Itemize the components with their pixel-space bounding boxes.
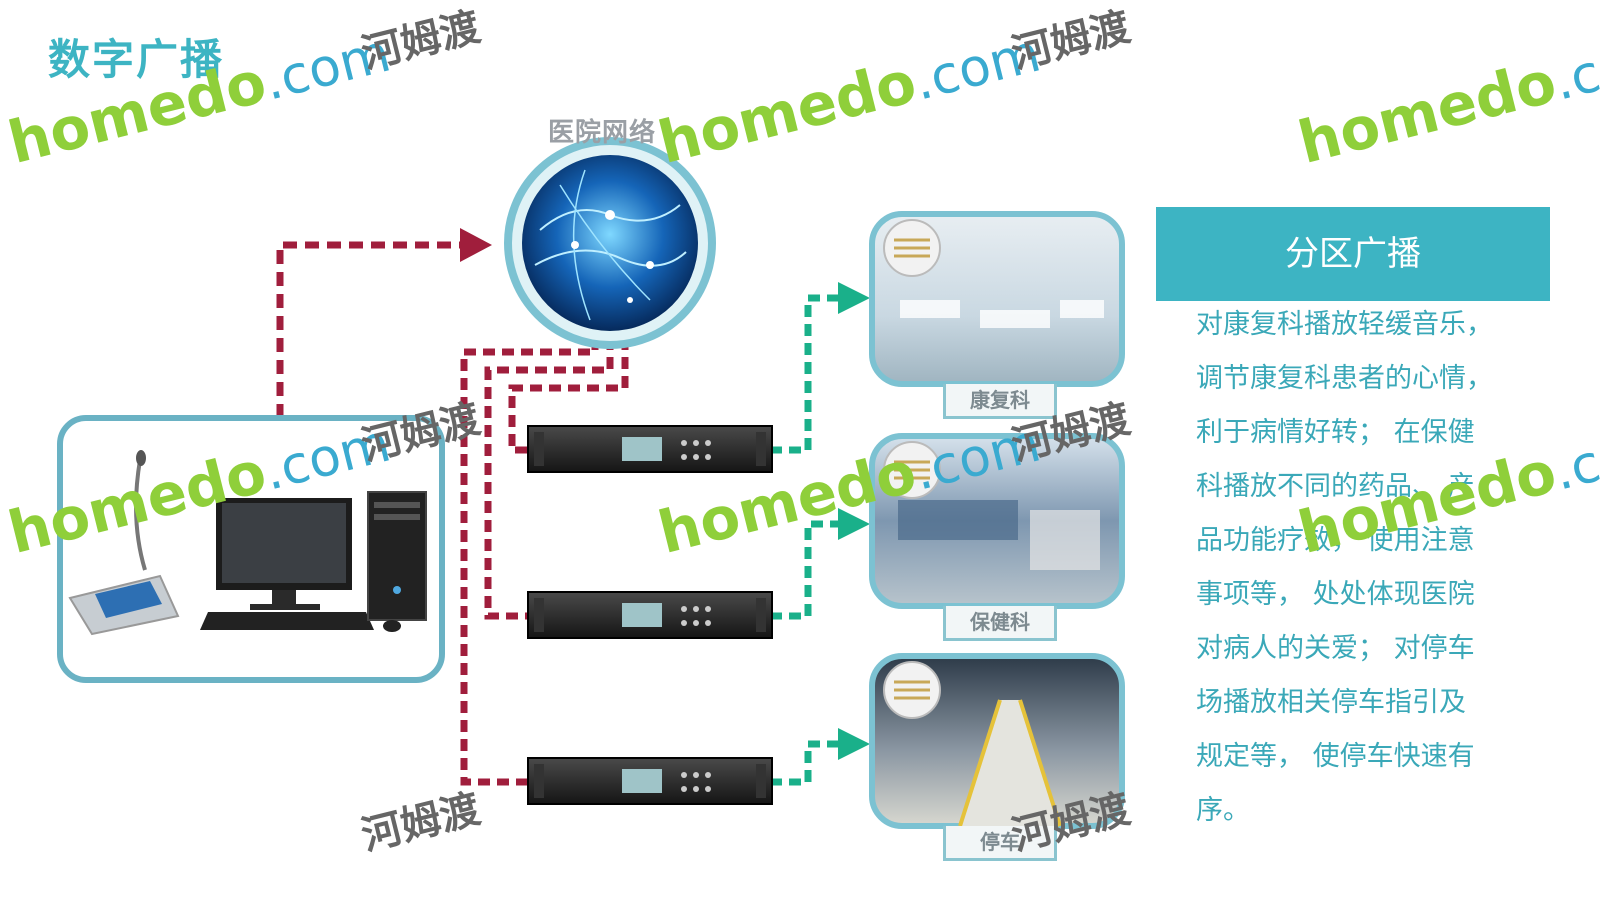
zone-label-health: 保健科 bbox=[943, 606, 1057, 641]
control-to-network-link bbox=[276, 241, 462, 418]
description-line: 场播放相关停车指引及 bbox=[1196, 687, 1466, 718]
description-line: 调节康复科患者的心情， bbox=[1196, 363, 1493, 394]
keyboard-icon bbox=[200, 612, 374, 630]
zone-broadcast-heading: 分区广播 bbox=[1156, 207, 1550, 301]
description-line: 事项等， 处处体现医院 bbox=[1196, 579, 1475, 610]
zone-label-rehab: 康复科 bbox=[943, 384, 1057, 419]
description-line: 科播放不同的药品、 产 bbox=[1196, 471, 1475, 502]
description-line: 品功能疗效， 使用注意 bbox=[1196, 525, 1475, 556]
zone2-arrow-head bbox=[838, 508, 870, 540]
network-arrow-head bbox=[460, 228, 492, 262]
amplifier-rack-3 bbox=[527, 757, 773, 805]
globe-icon bbox=[504, 137, 716, 349]
zone1-arrow-head bbox=[838, 282, 870, 314]
description-line: 规定等， 使停车快速有 bbox=[1196, 741, 1475, 772]
network-label: 医院网络 bbox=[548, 118, 657, 148]
network-to-amplifier-links bbox=[460, 338, 629, 786]
description-line: 利于病情好转； 在保健 bbox=[1196, 417, 1475, 448]
mouse-icon bbox=[383, 620, 401, 632]
description-line: 对病人的关爱； 对停车 bbox=[1196, 633, 1475, 664]
page-title: 数字广播 bbox=[48, 35, 225, 84]
amplifier-rack-1 bbox=[527, 425, 773, 473]
description-line: 序。 bbox=[1196, 795, 1250, 826]
amplifier-rack-2 bbox=[527, 591, 773, 639]
zone-broadcast-description: 对康复科播放轻缓音乐， 调节康复科患者的心情， 利于病情好转； 在保健 科播放不… bbox=[1196, 298, 1526, 838]
monitor-icon bbox=[216, 498, 352, 610]
microphone-console-icon bbox=[68, 450, 180, 636]
zone3-arrow-head bbox=[838, 728, 870, 760]
pc-tower-icon bbox=[367, 491, 427, 621]
amplifier-to-zone-links bbox=[770, 294, 840, 786]
zone-photo-rehab bbox=[869, 211, 1125, 387]
control-station bbox=[57, 415, 445, 683]
description-line: 对康复科播放轻缓音乐， bbox=[1196, 309, 1493, 340]
zone-label-parking: 停车 bbox=[943, 826, 1057, 861]
zone-photo-health bbox=[869, 433, 1125, 609]
